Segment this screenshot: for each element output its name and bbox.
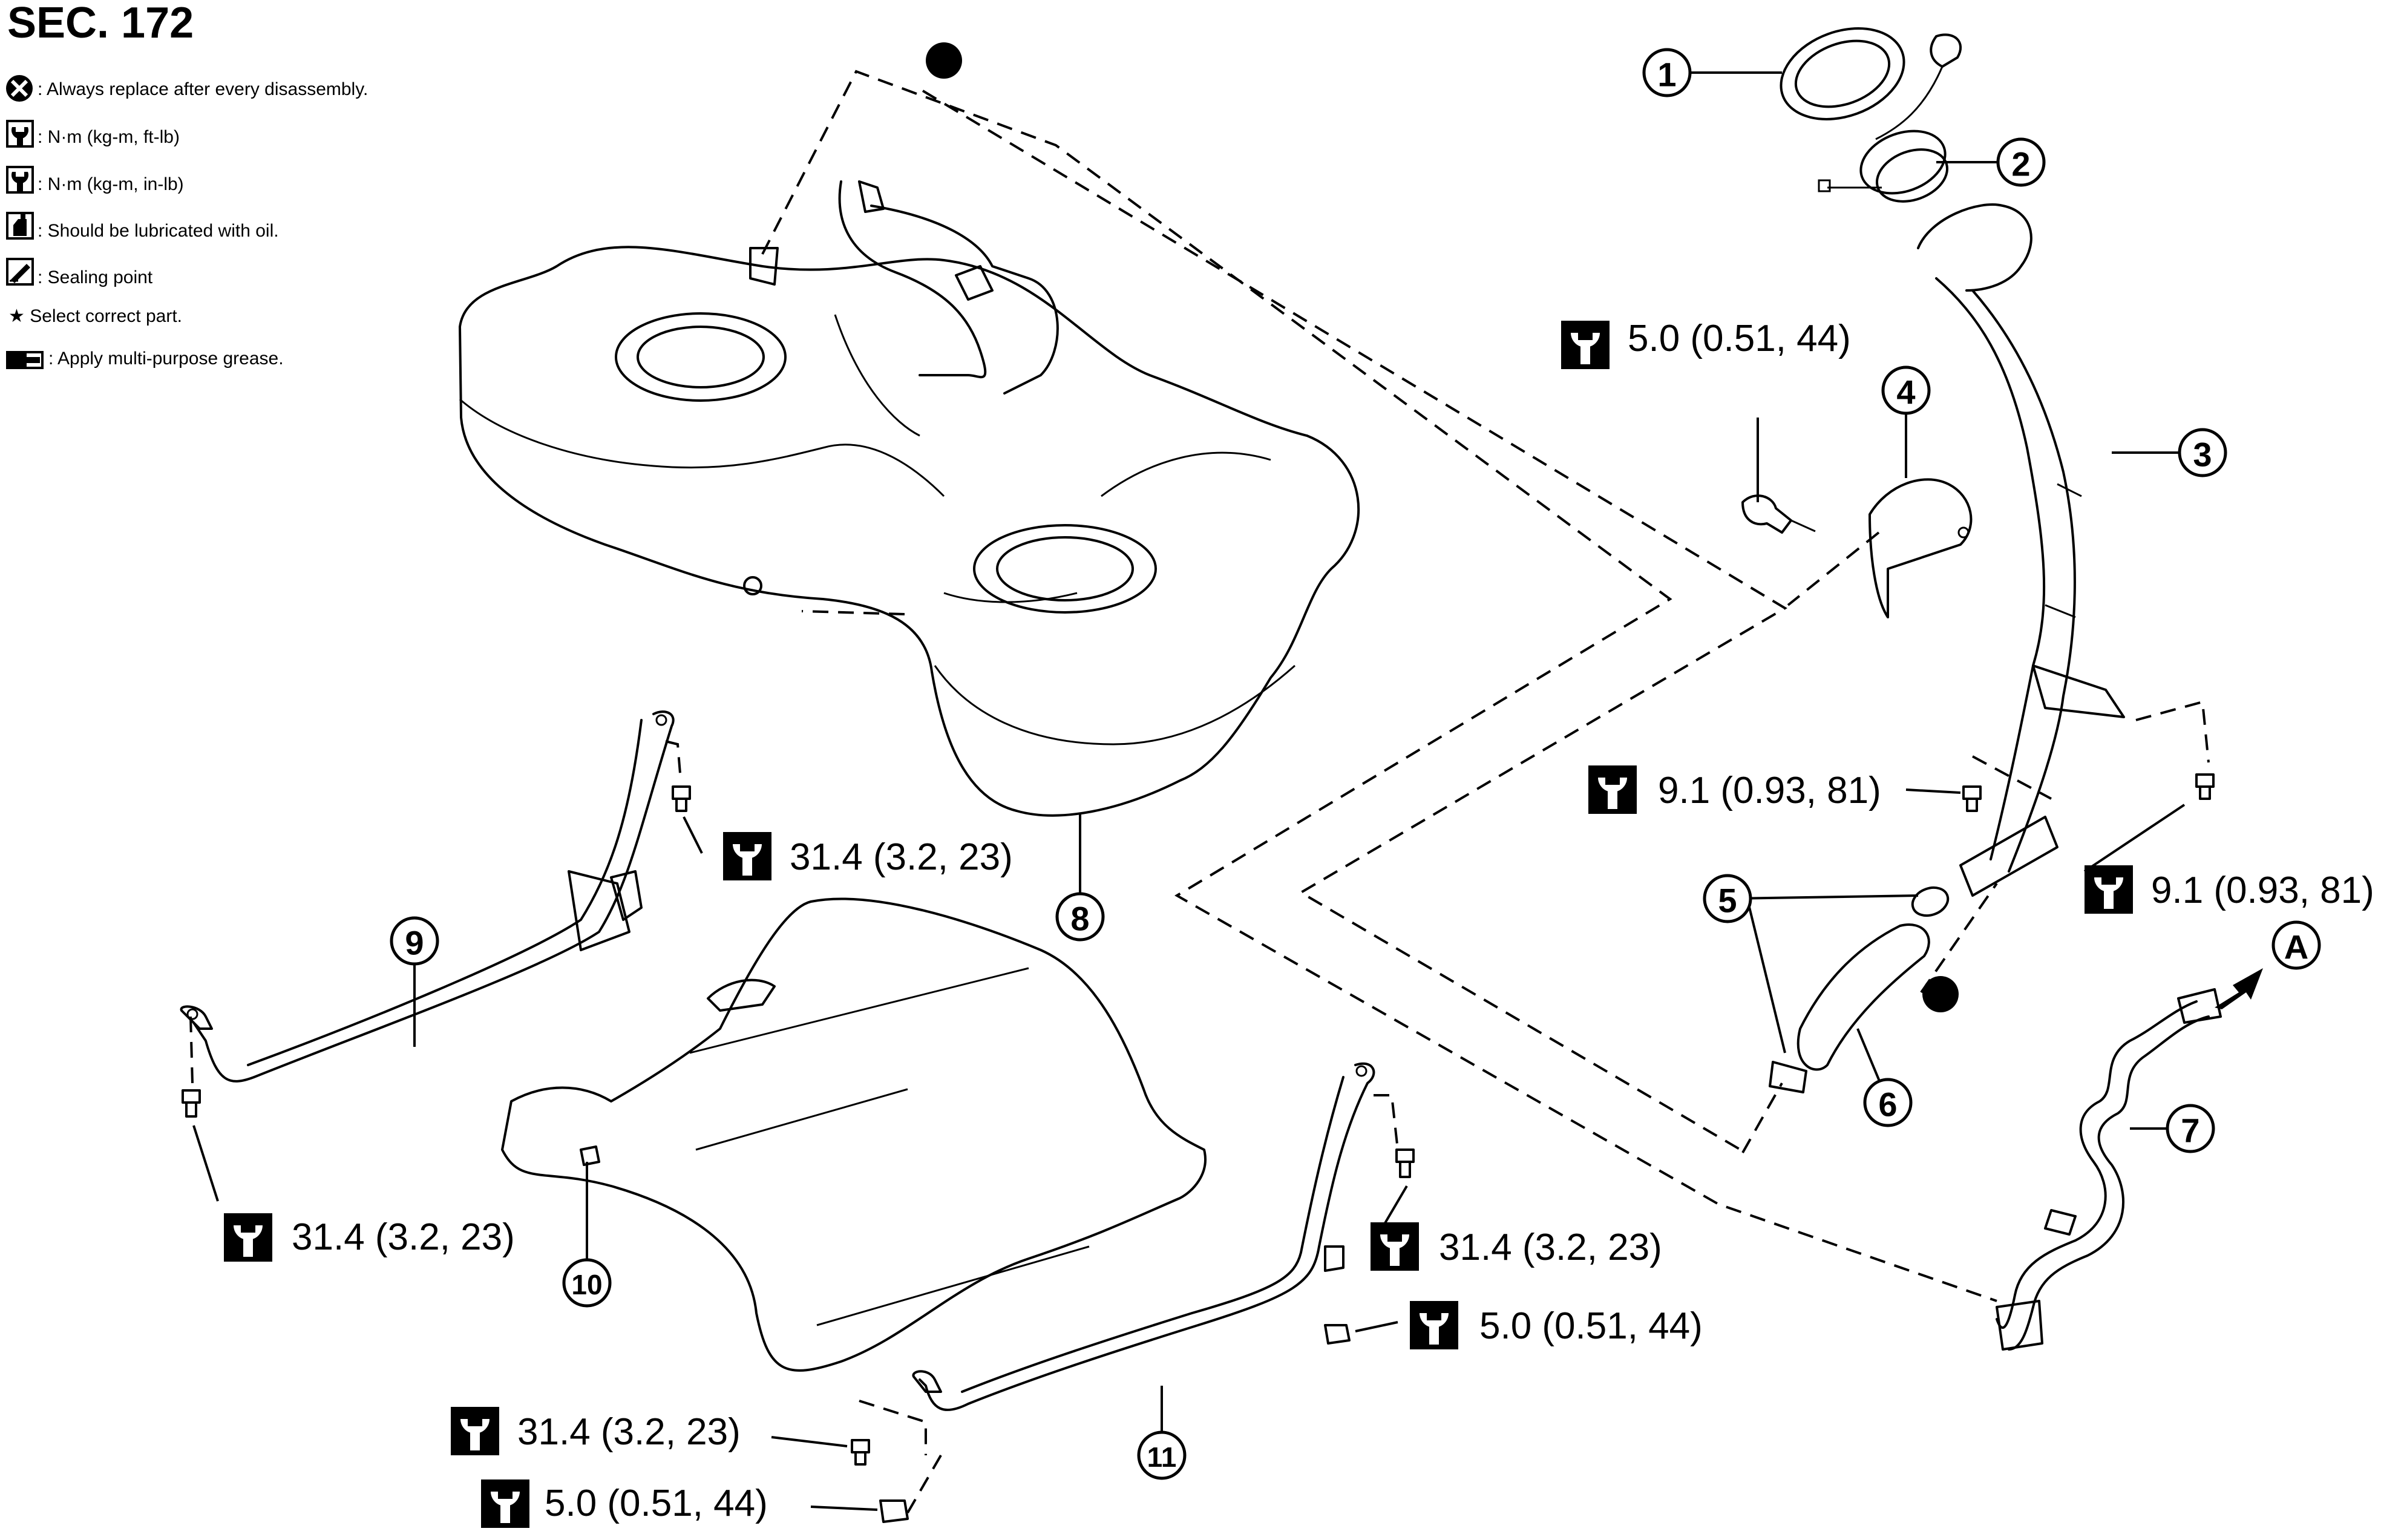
torque-filler-bracket: 5.0 (0.51, 44) bbox=[1561, 318, 1851, 369]
callout-9: 9 bbox=[390, 916, 439, 966]
callout-10: 10 bbox=[562, 1258, 612, 1308]
bolt-band11-bottom bbox=[851, 1439, 870, 1466]
section-title: SEC. 172 bbox=[7, 0, 194, 47]
tank-band-11 bbox=[912, 1062, 1375, 1411]
tank-band-9 bbox=[180, 710, 675, 1083]
torque-in-lb-icon bbox=[2085, 865, 2133, 914]
filler-cap-seal bbox=[1780, 27, 1905, 120]
torque-filler-right: 9.1 (0.93, 81) bbox=[2085, 865, 2374, 914]
callout-3: 3 bbox=[2178, 428, 2227, 477]
svg-text:31.4 (3.2, 23): 31.4 (3.2, 23) bbox=[790, 836, 1013, 878]
legend-text-4: : Sealing point bbox=[38, 267, 153, 287]
torque-ft-lb-icon bbox=[451, 1407, 499, 1455]
filler-neck-bracket bbox=[1741, 478, 1973, 618]
svg-text:10: 10 bbox=[571, 1269, 602, 1300]
filler-hose bbox=[1769, 886, 1950, 1093]
torque-band9-top: 31.4 (3.2, 23) bbox=[723, 832, 1013, 880]
callout-4: 4 bbox=[1881, 365, 1931, 415]
torque-band9-bottom: 31.4 (3.2, 23) bbox=[224, 1213, 515, 1262]
heat-insulator bbox=[501, 897, 1207, 1372]
bolt-band11-top bbox=[1395, 1148, 1415, 1178]
svg-text:3: 3 bbox=[2193, 436, 2212, 474]
torque-band11-bottom-nut: 5.0 (0.51, 44) bbox=[481, 1479, 768, 1528]
fuel-tank bbox=[459, 180, 1360, 817]
nut-band11-bottom bbox=[879, 1499, 909, 1523]
svg-text:5.0 (0.51, 44): 5.0 (0.51, 44) bbox=[1628, 318, 1851, 359]
torque-ft-lb-icon bbox=[1371, 1222, 1419, 1271]
svg-text:11: 11 bbox=[1147, 1441, 1177, 1473]
callout-6: 6 bbox=[1863, 1078, 1913, 1127]
nut-band11-top bbox=[1324, 1324, 1351, 1345]
part-callouts: 1 2 3 4 5 6 7 8 bbox=[390, 48, 2227, 1480]
callout-7: 7 bbox=[2166, 1104, 2215, 1153]
callout-1: 1 bbox=[1642, 48, 1692, 97]
torque-band11-bottom-bolt: 31.4 (3.2, 23) bbox=[451, 1407, 741, 1455]
svg-text:8: 8 bbox=[1070, 900, 1089, 938]
svg-text:7: 7 bbox=[2181, 1112, 2199, 1150]
svg-text:4: 4 bbox=[1896, 373, 1915, 411]
bolt-filler-right bbox=[2195, 773, 2215, 800]
reference-dot-bottom bbox=[1922, 976, 1959, 1012]
callout-8: 8 bbox=[1055, 892, 1105, 942]
torque-in-lb-icon bbox=[1588, 765, 1637, 814]
bolt-band9-bottom bbox=[182, 1089, 201, 1118]
svg-text:9.1 (0.93, 81): 9.1 (0.93, 81) bbox=[2151, 870, 2374, 911]
sealing-point-icon bbox=[6, 258, 34, 286]
reference-dot-top bbox=[926, 42, 962, 79]
legend-text-3: : Should be lubricated with oil. bbox=[38, 221, 279, 241]
grease-icon bbox=[6, 351, 44, 369]
leader-lines bbox=[192, 71, 2190, 1511]
callout-5: 5 bbox=[1703, 874, 1752, 923]
legend-text-5: ★ Select correct part. bbox=[8, 306, 182, 326]
svg-text:2: 2 bbox=[2011, 145, 2030, 183]
torque-ft-lb-icon bbox=[224, 1213, 272, 1262]
bolt-band9-top bbox=[672, 785, 691, 812]
torque-in-lb-icon bbox=[1561, 321, 1610, 369]
assembly-guide-lines bbox=[189, 70, 2210, 1514]
legend-text-0: : Always replace after every disassembly… bbox=[38, 79, 368, 99]
svg-text:5: 5 bbox=[1718, 882, 1737, 920]
torque-band11-nut: 5.0 (0.51, 44) bbox=[1410, 1301, 1703, 1349]
legend-text-6: : Apply multi-purpose grease. bbox=[48, 349, 284, 369]
always-replace-icon bbox=[6, 75, 33, 102]
svg-text:31.4 (3.2, 23): 31.4 (3.2, 23) bbox=[1439, 1227, 1662, 1268]
torque-callouts: 5.0 (0.51, 44) 9.1 (0.93, 81) 9.1 (0.93,… bbox=[224, 318, 2374, 1528]
torque-filler-left: 9.1 (0.93, 81) bbox=[1588, 765, 1881, 814]
torque-band11-top: 31.4 (3.2, 23) bbox=[1371, 1222, 1662, 1271]
legend-text-2: : N·m (kg-m, in-lb) bbox=[38, 174, 184, 194]
legend: : Always replace after every disassembly… bbox=[6, 75, 368, 369]
torque-in-lb-icon bbox=[481, 1479, 529, 1528]
svg-text:31.4 (3.2, 23): 31.4 (3.2, 23) bbox=[292, 1216, 515, 1258]
view-arrow-a: A bbox=[2215, 920, 2321, 1009]
callout-11: 11 bbox=[1137, 1430, 1187, 1480]
callout-2: 2 bbox=[1996, 137, 2046, 187]
svg-text:31.4 (3.2, 23): 31.4 (3.2, 23) bbox=[517, 1411, 741, 1453]
bolt-filler-left bbox=[1962, 785, 1982, 812]
legend-text-1: : N·m (kg-m, ft-lb) bbox=[38, 127, 180, 147]
svg-text:5.0 (0.51, 44): 5.0 (0.51, 44) bbox=[545, 1483, 768, 1524]
svg-text:9.1 (0.93, 81): 9.1 (0.93, 81) bbox=[1658, 770, 1881, 811]
torque-in-lb-icon bbox=[1410, 1301, 1458, 1349]
svg-text:9: 9 bbox=[405, 924, 424, 962]
filler-neck bbox=[1917, 203, 2125, 897]
svg-text:6: 6 bbox=[1878, 1086, 1897, 1124]
filler-cap bbox=[1818, 33, 1962, 203]
torque-in-lb-icon bbox=[6, 166, 34, 194]
svg-text:1: 1 bbox=[1657, 56, 1676, 94]
torque-ft-lb-icon bbox=[723, 832, 771, 880]
svg-text:5.0 (0.51, 44): 5.0 (0.51, 44) bbox=[1479, 1305, 1703, 1347]
view-marker-label: A bbox=[2284, 928, 2308, 966]
bolts bbox=[182, 773, 2215, 1523]
oil-lubricate-icon bbox=[6, 212, 34, 240]
torque-ft-lb-icon bbox=[6, 120, 34, 148]
vent-hose bbox=[1996, 988, 2222, 1351]
